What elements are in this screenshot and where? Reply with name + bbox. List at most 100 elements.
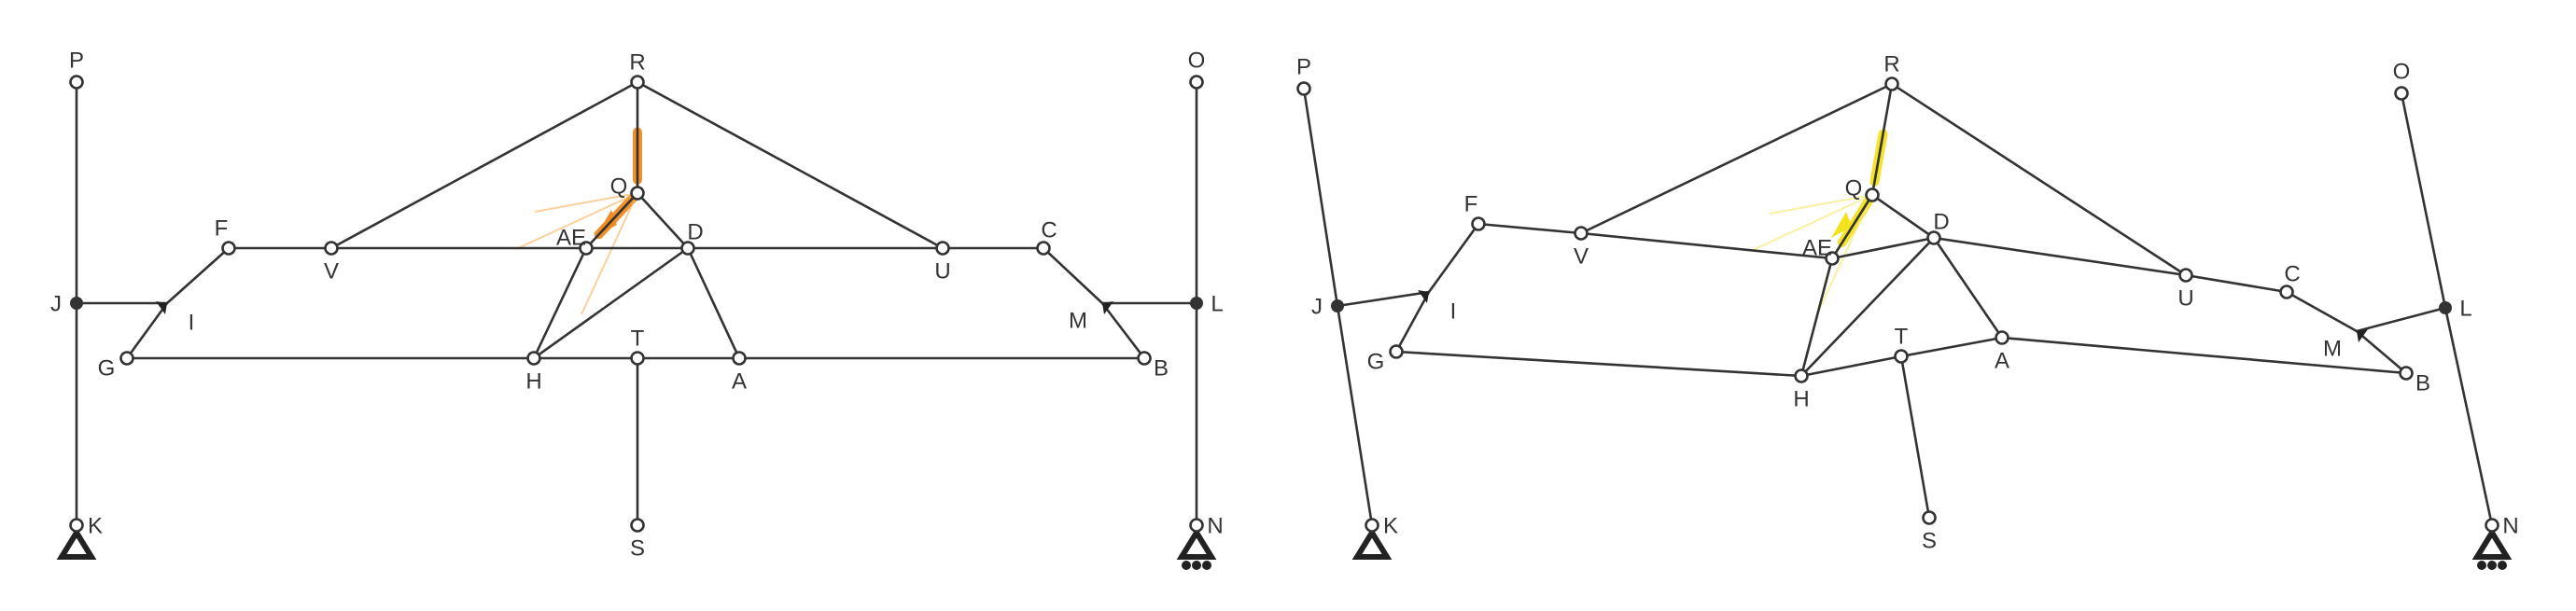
- node-label-E: AE: [556, 225, 586, 250]
- member-D-A: [1932, 237, 2004, 339]
- member-C-M: [1043, 247, 1103, 304]
- joint-A: [1995, 330, 2009, 345]
- member-L-N: [2443, 307, 2494, 526]
- joint-S: [1922, 510, 1937, 525]
- member-M-L: [2356, 306, 2446, 333]
- node-label-D: D: [687, 219, 703, 244]
- member-A-B: [2001, 336, 2407, 375]
- node-label-Q: Q: [610, 174, 628, 199]
- roller-wheel-icon: [1182, 561, 1191, 570]
- member-R-U: [1891, 82, 2187, 277]
- joint-C: [2279, 285, 2294, 299]
- joint-D: [1926, 230, 1941, 245]
- roller-wheel-icon: [2487, 561, 2497, 570]
- member-R-V: [1580, 82, 1893, 235]
- member-H-T: [1800, 354, 1902, 378]
- member-F-V: [1477, 222, 1582, 235]
- node-label-C: C: [2284, 261, 2300, 286]
- joint-U: [2178, 268, 2193, 283]
- node-label-C: C: [1041, 217, 1057, 243]
- joint-N: [1189, 518, 1204, 533]
- roller-wheel-icon: [2498, 561, 2507, 570]
- joint-Q: [630, 186, 645, 201]
- node-label-B: B: [2415, 370, 2430, 396]
- node-label-K: K: [88, 513, 103, 538]
- force-ray: [581, 192, 638, 315]
- node-label-G: G: [1367, 349, 1385, 374]
- roller-support-icon: [1176, 527, 1217, 560]
- roller-wheel-icon: [1192, 561, 1201, 570]
- node-label-N: N: [2502, 513, 2518, 538]
- member-E-H: [1799, 257, 1834, 377]
- joint-F: [1471, 216, 1486, 231]
- load-arrow-head: [596, 210, 617, 236]
- joint-J: [70, 297, 83, 310]
- node-label-U: U: [934, 258, 950, 284]
- member-H-D: [533, 246, 689, 360]
- node-label-N: N: [1207, 513, 1223, 538]
- node-label-F: F: [1464, 191, 1478, 216]
- joint-E: [1825, 251, 1840, 266]
- joint-A: [732, 351, 747, 366]
- node-label-B: B: [1154, 355, 1169, 381]
- node-label-F: F: [215, 215, 229, 241]
- member-E-D: [1831, 236, 1935, 260]
- node-label-T: T: [631, 326, 645, 351]
- joint-R: [1884, 76, 1899, 91]
- joint-G: [119, 351, 134, 366]
- joint-L: [1190, 297, 1203, 310]
- member-T-A: [1900, 336, 2003, 358]
- member-U-C: [2185, 273, 2288, 294]
- joint-D: [680, 241, 695, 256]
- node-label-R: R: [629, 49, 645, 75]
- hinge-marker-I: [156, 301, 167, 314]
- node-label-V: V: [1574, 243, 1589, 269]
- member-R-Q: [1870, 83, 1894, 196]
- node-label-A: A: [1995, 348, 2009, 373]
- joint-V: [1574, 226, 1589, 241]
- joint-G: [1389, 344, 1404, 359]
- member-G-H: [1395, 350, 1802, 378]
- member-C-M: [2286, 290, 2358, 333]
- member-J-K: [1336, 305, 1374, 526]
- hinge-marker-I: [1418, 290, 1429, 303]
- member-I-F: [166, 247, 230, 304]
- joint-F: [221, 241, 236, 256]
- roller-support-icon: [2471, 527, 2513, 560]
- joint-O: [2394, 86, 2409, 101]
- member-Q-D: [1871, 193, 1935, 240]
- joint-R: [630, 75, 645, 90]
- node-label-J: J: [1311, 294, 1323, 319]
- joint-Q: [1865, 187, 1880, 202]
- node-label-H: H: [525, 368, 541, 394]
- node-label-O: O: [1188, 48, 1206, 73]
- member-P-J: [1302, 88, 1339, 307]
- node-label-I: I: [1450, 299, 1457, 324]
- node-label-J: J: [50, 291, 62, 316]
- member-Q-E: [1830, 194, 1874, 259]
- force-ray: [534, 192, 638, 213]
- member-D-U: [1933, 236, 2187, 277]
- joint-N: [2485, 518, 2499, 533]
- joint-B: [2399, 366, 2414, 381]
- node-label-L: L: [1211, 291, 1223, 316]
- force-ray: [1750, 194, 1873, 252]
- member-E-H: [532, 247, 588, 359]
- load-arrow-head: [1831, 212, 1852, 238]
- node-label-O: O: [2393, 59, 2411, 84]
- joint-J: [1331, 299, 1344, 312]
- member-M-B: [2356, 330, 2407, 374]
- roller-wheel-icon: [1202, 561, 1211, 570]
- joint-P: [69, 75, 84, 90]
- hinge-marker-M: [2357, 329, 2368, 342]
- pin-support-icon: [1351, 527, 1393, 560]
- joint-H: [1794, 368, 1809, 383]
- member-R-U: [637, 80, 944, 250]
- roller-wheel-icon: [2477, 561, 2486, 570]
- node-label-S: S: [1922, 528, 1937, 553]
- member-I-G: [1394, 291, 1431, 353]
- node-label-M: M: [2323, 336, 2342, 361]
- node-label-S: S: [630, 535, 645, 561]
